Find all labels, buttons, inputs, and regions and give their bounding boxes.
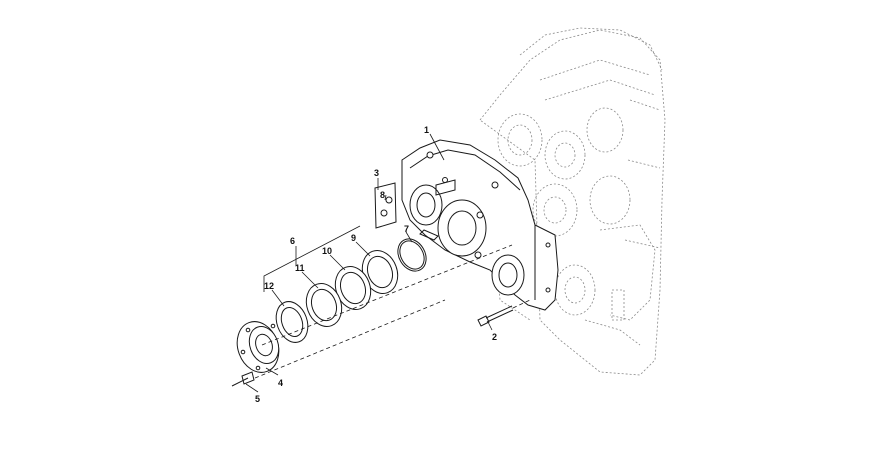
callout-8: 8 [380, 190, 385, 200]
part-11-shim-ring [305, 283, 343, 327]
part-5-cap-screw [231, 371, 255, 387]
callout-7: 7 [404, 224, 409, 234]
part-3-plate [374, 182, 397, 229]
group-6-bracket [263, 225, 361, 292]
callout-6: 6 [290, 236, 295, 246]
callout-3: 3 [374, 168, 379, 178]
callout-12: 12 [264, 281, 274, 291]
callout-2: 2 [492, 332, 497, 342]
callout-4: 4 [278, 378, 283, 388]
assembly-axis-lines [254, 244, 531, 379]
part-1-cover-housing [401, 139, 559, 311]
callout-labels: 1 2 3 4 5 6 7 8 9 10 11 12 [255, 125, 497, 404]
callout-5: 5 [255, 394, 260, 404]
part-7-o-ring [397, 238, 427, 272]
part-12-shim-ring [275, 301, 309, 343]
leader-lines [245, 133, 493, 393]
callout-11: 11 [295, 263, 305, 273]
callout-10: 10 [322, 246, 332, 256]
transmission-housing-ghost [479, 27, 666, 376]
part-4-bearing-cap [236, 321, 280, 373]
part-2-bolt [477, 305, 514, 327]
callout-1: 1 [424, 125, 429, 135]
callout-9: 9 [351, 233, 356, 243]
